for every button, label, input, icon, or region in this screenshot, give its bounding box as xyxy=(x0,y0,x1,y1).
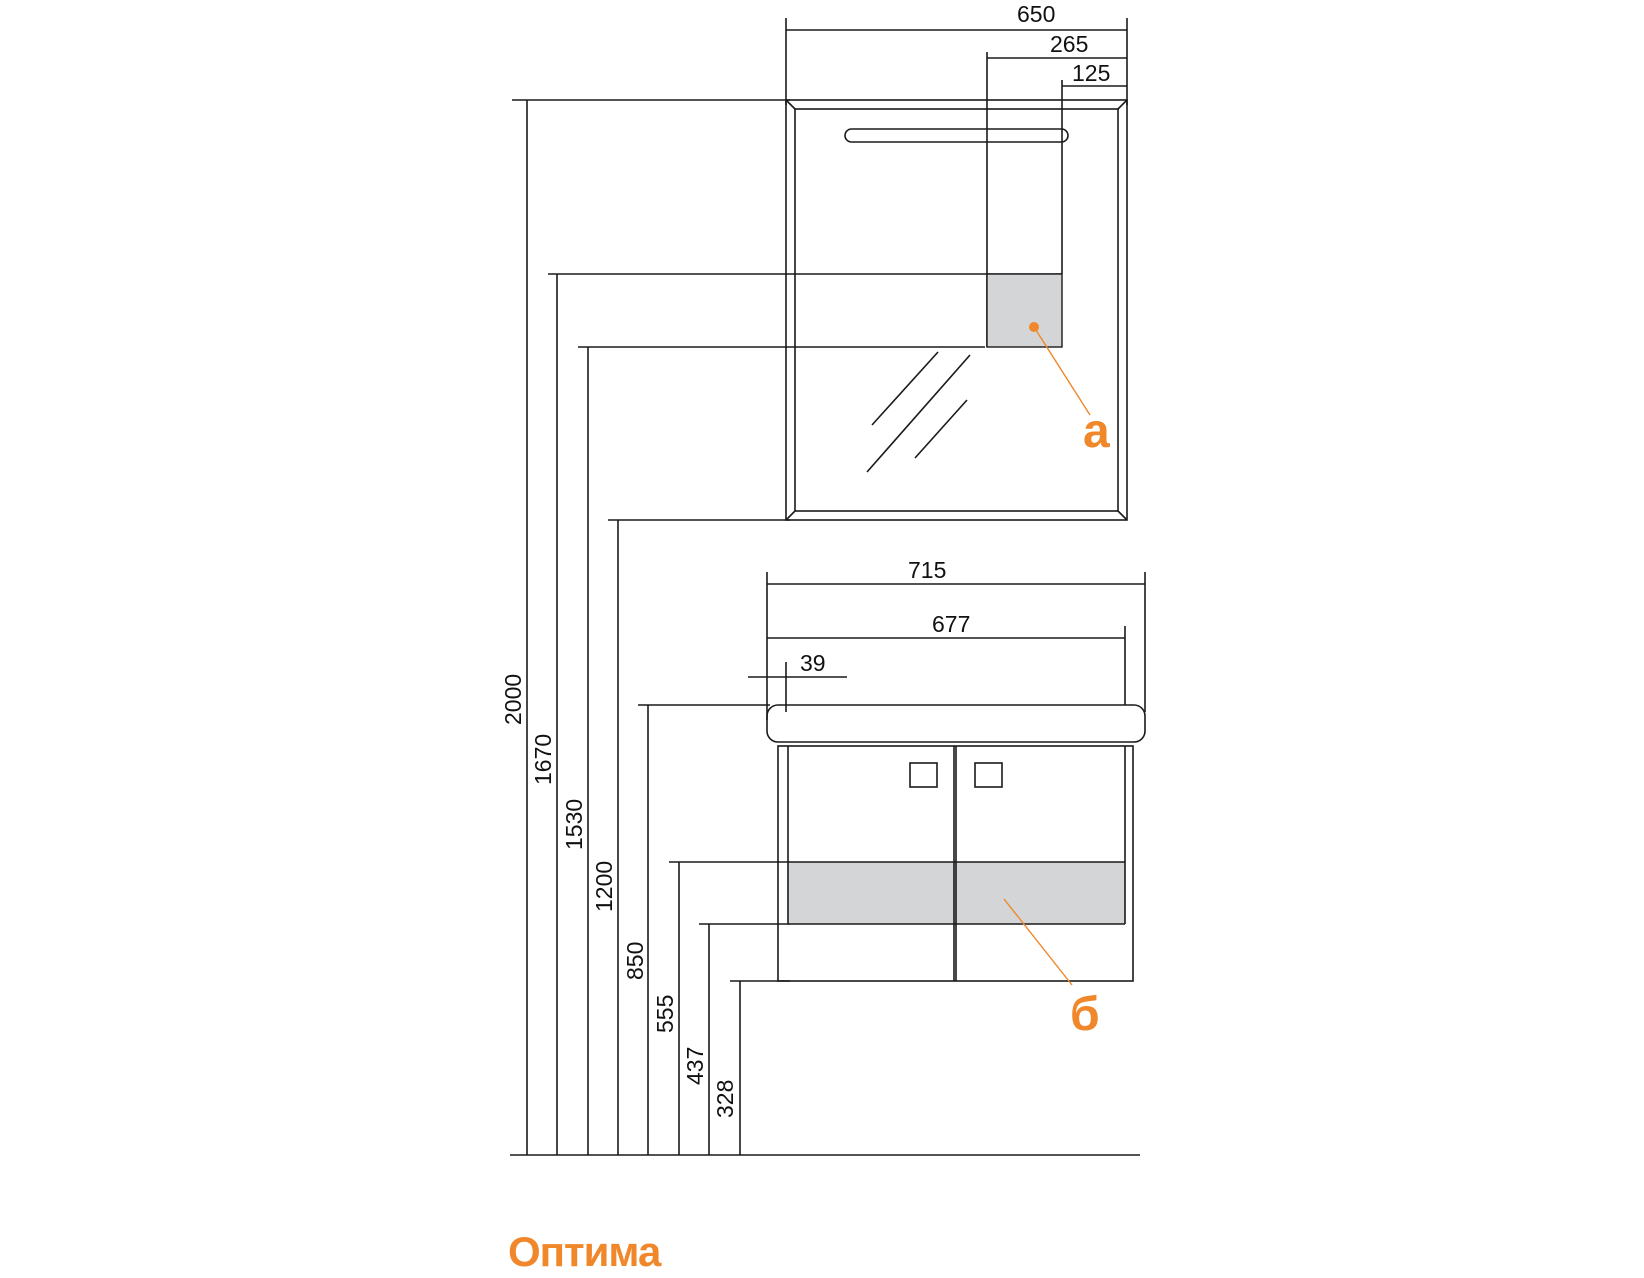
dim-555: 555 xyxy=(652,995,678,1033)
dim-1670: 1670 xyxy=(530,734,556,785)
mirror-outer-frame xyxy=(785,99,1128,521)
door-handle-left xyxy=(909,762,938,788)
dim-1200: 1200 xyxy=(591,861,617,912)
leader-b xyxy=(1003,898,1073,986)
reflection-stroke xyxy=(866,354,971,473)
callout-dot-a xyxy=(1029,322,1039,332)
product-title: Оптима xyxy=(508,1228,661,1275)
leader-a xyxy=(1033,326,1091,416)
dim-850: 850 xyxy=(622,942,648,980)
dim-2000: 2000 xyxy=(500,674,526,725)
callout-b: б xyxy=(1070,988,1100,1041)
dim-437: 437 xyxy=(682,1047,708,1085)
dim-265: 265 xyxy=(1050,31,1088,57)
dim-39: 39 xyxy=(800,650,826,676)
door-handle-right xyxy=(974,762,1003,788)
mirror-inner-frame xyxy=(794,108,1119,512)
mirror-light-slot xyxy=(844,128,1069,143)
dim-1530: 1530 xyxy=(561,799,587,850)
reflection-stroke xyxy=(871,351,939,426)
sink-countertop xyxy=(766,704,1146,743)
dim-125: 125 xyxy=(1072,60,1110,86)
reflection-stroke xyxy=(914,399,968,459)
drawing-lines xyxy=(510,18,1146,1156)
dim-677: 677 xyxy=(932,611,970,637)
dim-328: 328 xyxy=(712,1080,738,1118)
dim-650: 650 xyxy=(1017,1,1055,27)
dim-715: 715 xyxy=(908,557,946,583)
cabinet-lines xyxy=(777,745,1134,982)
callout-leaders xyxy=(1003,326,1091,986)
callout-a: а xyxy=(1083,405,1110,458)
mirror-shelf-zone xyxy=(986,273,1063,348)
